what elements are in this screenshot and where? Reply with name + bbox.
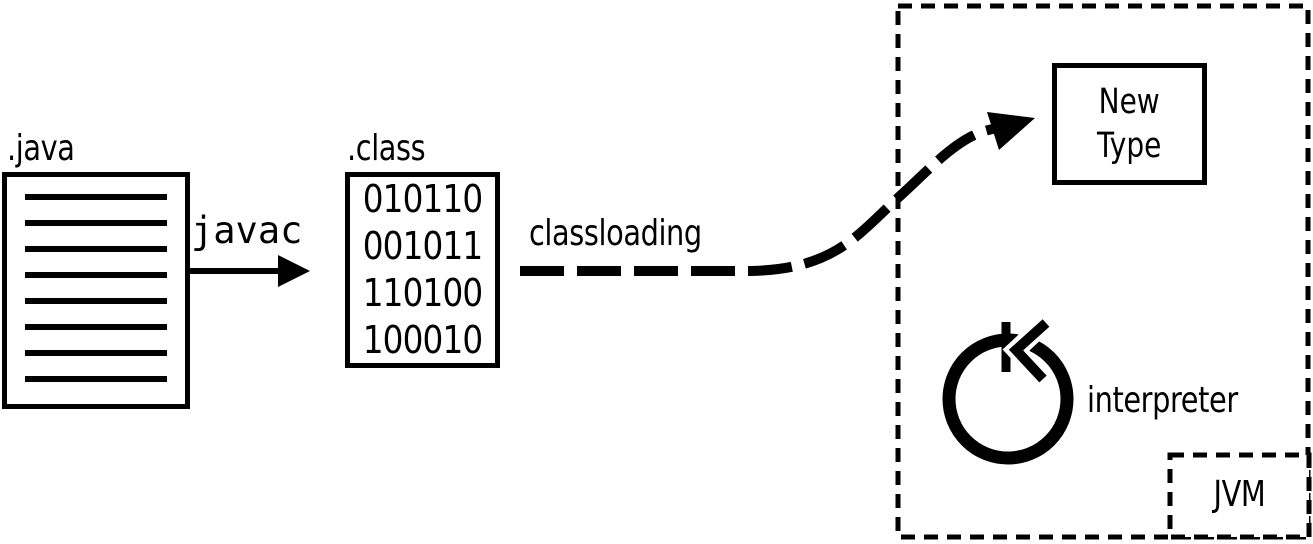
javac-arrow	[172, 255, 310, 287]
class-file-label: .class	[347, 128, 426, 169]
java-source-document	[2, 172, 190, 409]
binary-line: 110100	[362, 271, 483, 315]
binary-line: 010110	[362, 177, 483, 221]
binary-line: 001011	[362, 224, 483, 268]
new-type-label-line: New	[1098, 82, 1161, 122]
jvm-boundary-box	[895, 3, 1311, 540]
classloading-label: classloading	[529, 213, 702, 254]
jvm-label-box	[1167, 452, 1312, 540]
document-text-line	[25, 194, 167, 200]
java-source-label: .java	[7, 128, 75, 169]
document-text-line	[25, 220, 167, 226]
new-type-box: New Type	[1052, 63, 1207, 185]
interpreter-label: interpreter	[1087, 380, 1238, 421]
document-text-line	[25, 246, 167, 252]
classloading-arrow	[520, 112, 1035, 276]
document-text-line	[25, 324, 167, 330]
jvm-label-text: JVM	[1213, 474, 1266, 515]
interpreter-loop-icon	[942, 315, 1074, 465]
jvm-label: JVM	[1170, 477, 1309, 513]
class-file-box: 010110 001011 110100 100010	[345, 172, 500, 368]
document-text-line	[25, 298, 167, 304]
document-text-line	[25, 350, 167, 356]
new-type-label-line: Type	[1097, 126, 1162, 166]
binary-line: 100010	[362, 318, 483, 362]
javac-label: javac	[191, 209, 303, 252]
document-text-line	[25, 272, 167, 278]
document-text-line	[25, 376, 167, 382]
